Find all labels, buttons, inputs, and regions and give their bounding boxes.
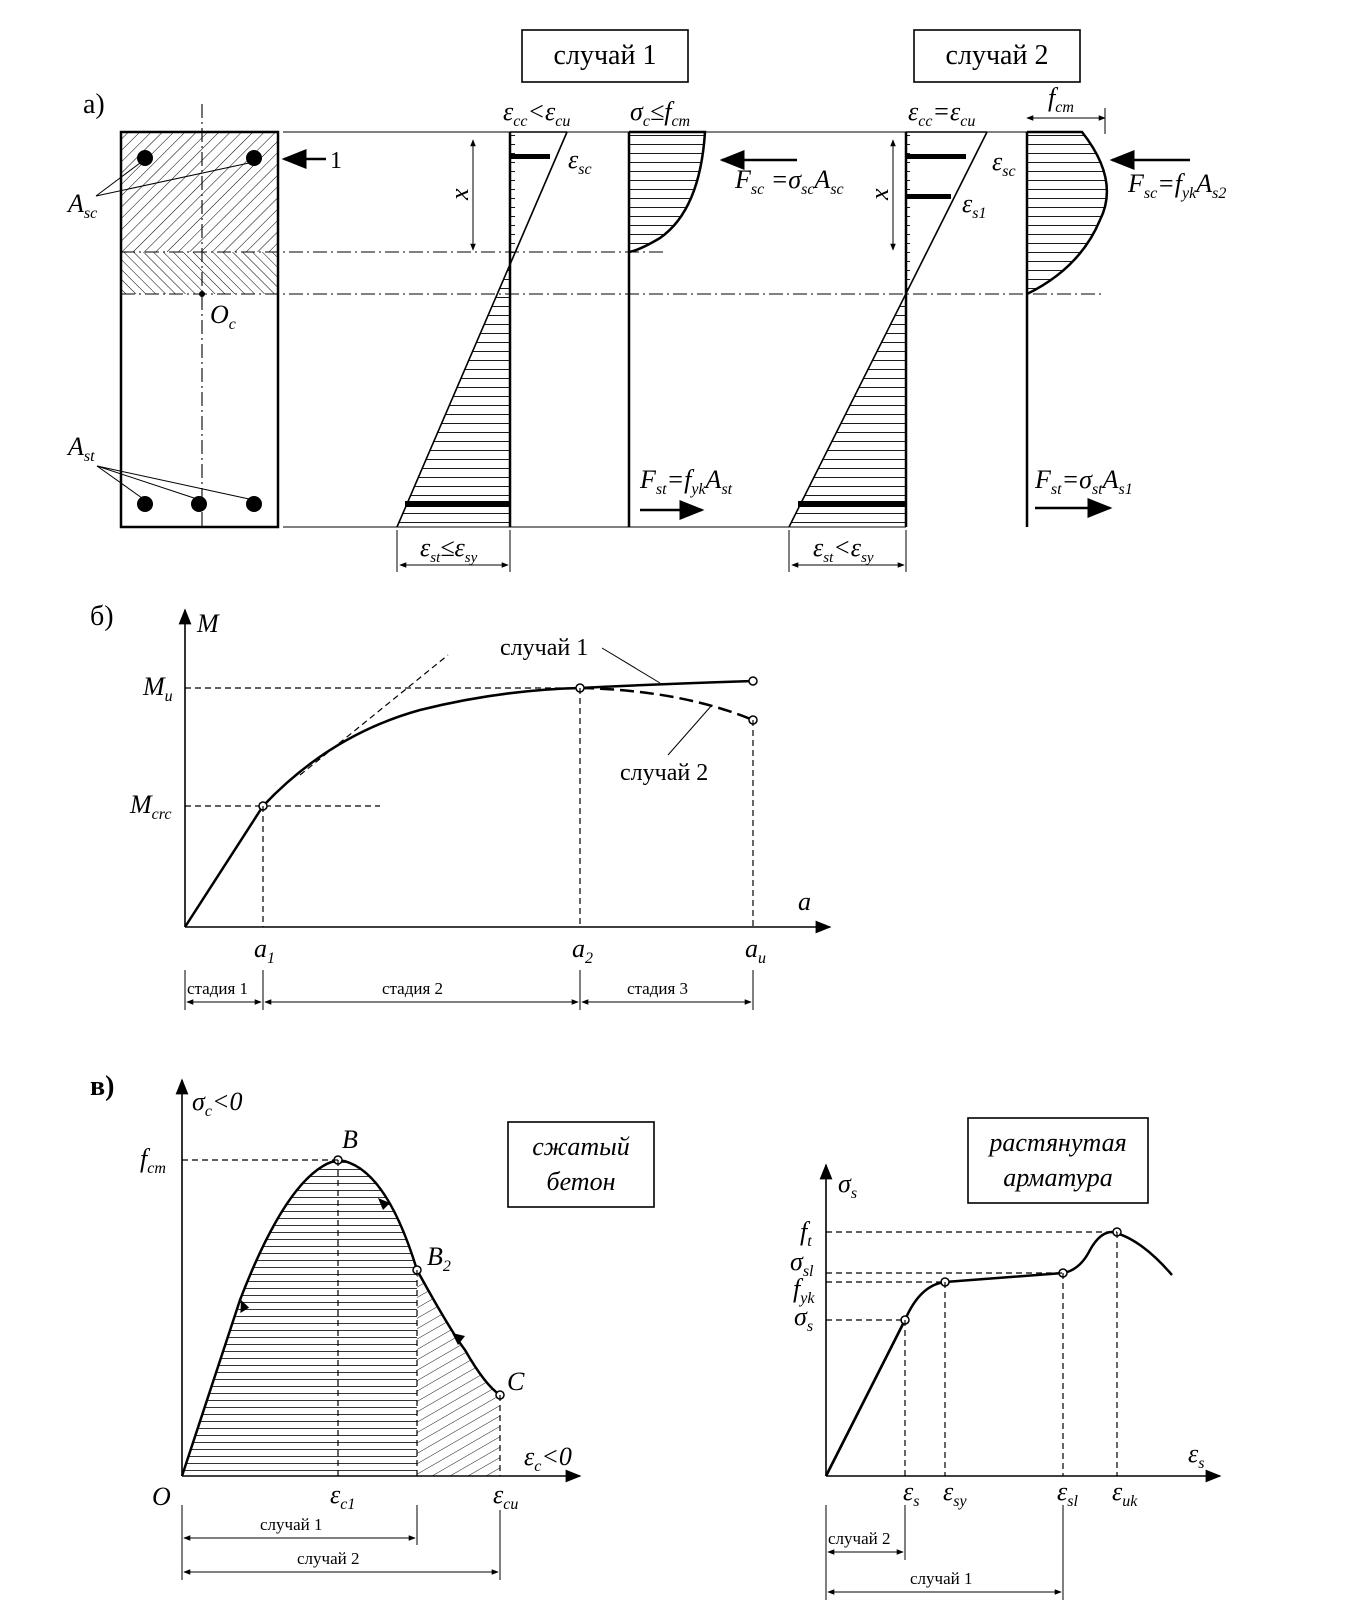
cond-sigma: σc≤fcm (630, 97, 690, 130)
panel-b-tag: б) (90, 601, 114, 632)
panel-v-concrete: в) σc<0 εc<0 fcm B B2 C O εc1 εcu сжатый… (90, 1071, 655, 1580)
ecu-label: εcu (493, 1480, 518, 1513)
mcrc-label: Mcrc (129, 790, 172, 823)
concrete-curve (180, 1158, 501, 1477)
fst-label-case1: Fst=fykAst (639, 465, 733, 498)
fcm-label: fcm (140, 1144, 166, 1177)
concrete-box-line2: бетон (547, 1167, 616, 1196)
case2-box-label: случай 2 (946, 40, 1049, 71)
est-label-case1: εst≤εsy (420, 533, 478, 566)
b-case2-label: случай 2 (620, 760, 708, 786)
eps-s-axis-label: εs (1188, 1439, 1204, 1472)
C-label: C (507, 1367, 525, 1396)
panel-a-tag: а) (83, 89, 105, 120)
ft-label: ft (800, 1217, 812, 1250)
section-transition-zone (121, 252, 278, 294)
v-case2-label: случай 2 (297, 1549, 359, 1568)
esc-label-case1: εsc (568, 145, 592, 178)
fsc-label-case2: Fsc=fykAs2 (1127, 169, 1226, 202)
fcm-label-a: fcm (1048, 83, 1074, 116)
tangent-line (299, 654, 449, 776)
steel-curve (824, 1230, 1173, 1477)
fsc-label-case1: Fsc =σscAsc (734, 165, 844, 198)
est-label-case2: εst<εsy (813, 533, 874, 566)
x-label-case1: x (445, 188, 474, 201)
b-m-label: M (196, 609, 220, 638)
concrete-region-descending (417, 1270, 500, 1476)
esl-label: εsl (1057, 1477, 1078, 1510)
steel-box-line1: растянутая (987, 1128, 1126, 1157)
b-a-label: a (798, 887, 811, 916)
B-label: B (342, 1125, 358, 1154)
case1-box (521, 29, 689, 83)
panel-b: б) M a Mu Mcrc случай 1 случай 2 a1 a2 a… (90, 601, 832, 1010)
section-outline (119, 130, 280, 529)
ec1-label: εc1 (330, 1480, 355, 1513)
cond-ecc-eq-ecu: εcc=εcu (908, 97, 975, 130)
s-case1-label: случай 1 (910, 1569, 972, 1588)
sigma-s-axis-label: σs (838, 1169, 857, 1202)
v-case1-label: случай 1 (260, 1515, 322, 1534)
fst-label-case2: Fst=σstAs1 (1034, 465, 1133, 498)
ast-label: Ast (66, 432, 95, 465)
stage1-label: стадия 1 (187, 979, 248, 998)
rebar-bottom-3 (246, 496, 262, 512)
panel-v-steel: σs εs ft σsl fyk σs εs εsy εsl εuk растя… (790, 1117, 1222, 1600)
m-curve-case2 (579, 686, 754, 722)
stress-diagram-case2 (1025, 130, 1109, 527)
point-au-case1 (748, 676, 758, 686)
marker-1-label: 1 (330, 148, 342, 174)
b-case1-label: случай 1 (500, 635, 588, 661)
concrete-box-line1: сжатый (532, 1132, 629, 1161)
a2-label: a2 (572, 934, 593, 967)
steel-box (967, 1117, 1149, 1204)
O-label: O (152, 1482, 171, 1511)
sigma-c-label: σc<0 (192, 1087, 242, 1120)
x-label-case2: x (865, 188, 894, 201)
steel-box-line2: арматура (1003, 1163, 1113, 1192)
concrete-region-case1 (182, 1160, 417, 1476)
section-compressed-zone (121, 132, 278, 252)
B2-label: B2 (427, 1242, 451, 1275)
rebar-bottom-1 (137, 496, 153, 512)
m-curve (183, 686, 581, 928)
case1-box-label: случай 1 (554, 40, 657, 71)
asc-leader-1 (95, 162, 141, 197)
es1-label: εs1 (962, 189, 986, 222)
panel-v-tag: в) (90, 1071, 114, 1102)
cond-ecc-lt-ecu: εcc<εcu (503, 97, 570, 130)
asc-leader-2 (95, 162, 250, 197)
eps-c-label: εc<0 (524, 1442, 572, 1475)
rebar-bottom-2 (191, 496, 207, 512)
m-curve-case1 (579, 679, 754, 690)
esc-label-case2: εsc (992, 147, 1016, 180)
strain-diagram-case1 (396, 131, 568, 528)
oc-label: Oc (210, 300, 236, 333)
euk-label: εuk (1112, 1477, 1138, 1510)
s-case2-label: случай 2 (828, 1529, 890, 1548)
case2-box (913, 29, 1081, 83)
esy-label: εsy (943, 1477, 967, 1510)
asc-label: Asc (66, 189, 97, 222)
a1-label: a1 (254, 934, 275, 967)
panel-a: а) случай 1 случай 2 Asc Ast 1 Oc (66, 29, 1226, 572)
stage3-label: стадия 3 (627, 979, 688, 998)
stress-diagram-case1 (627, 130, 707, 527)
mu-label: Mu (142, 672, 173, 705)
concrete-box (507, 1121, 655, 1208)
au-label: au (745, 934, 766, 967)
stage2-label: стадия 2 (382, 979, 443, 998)
rebar-top-left (137, 150, 153, 166)
ast-leader-1 (96, 465, 143, 499)
rebar-top-right (246, 150, 262, 166)
ast-leader-2 (96, 465, 195, 499)
ast-leader-3 (96, 465, 250, 500)
